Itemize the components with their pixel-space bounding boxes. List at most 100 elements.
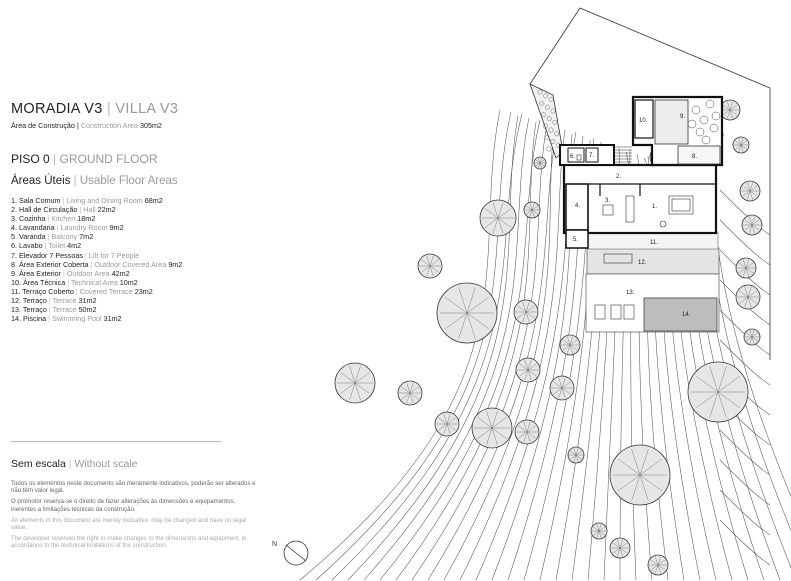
room-num: 6. bbox=[11, 241, 17, 251]
room-name-pt: Terraço bbox=[22, 305, 47, 315]
tree bbox=[743, 328, 761, 346]
room-item: 2. Hall de Circulação | Hall 22m2 bbox=[11, 205, 182, 214]
label-room-9: 9. bbox=[680, 114, 685, 120]
toilet bbox=[567, 147, 585, 163]
page-title: MORADIA V3 | VILLA V3 bbox=[11, 101, 178, 117]
room-item: 5. Varanda | Balcony 7m2 bbox=[11, 232, 182, 241]
room-item: 4. Lavandaria | Laundry Room 9m2 bbox=[11, 223, 182, 232]
room-sep: | bbox=[62, 268, 65, 278]
tree bbox=[741, 214, 763, 236]
contour-lines bbox=[299, 109, 791, 581]
room-name-pt: Varanda bbox=[19, 232, 46, 242]
label-room-13: 13. bbox=[626, 290, 635, 296]
room-name-en: Covered Terrace bbox=[79, 286, 133, 296]
tree bbox=[609, 537, 631, 559]
room-item: 7. Elevador 7 Pessoas | Lift for 7 Peopl… bbox=[11, 251, 182, 260]
room-item: 1. Sala Comum | Living and Dining Room 6… bbox=[11, 196, 182, 205]
room-item: 3. Cozinha | Kitchen 18m2 bbox=[11, 214, 182, 223]
usable-en: Usable Floor Areas bbox=[79, 175, 178, 187]
room-name-en: Lift for 7 People bbox=[88, 250, 140, 260]
hedge-strip bbox=[529, 83, 564, 159]
room-sep: | bbox=[48, 296, 51, 306]
tree bbox=[334, 362, 376, 404]
room-name-pt: Área Exterior bbox=[19, 268, 61, 278]
tree bbox=[735, 284, 761, 310]
floor-heading: PISO 0 | GROUND FLOOR bbox=[11, 152, 158, 166]
room-sep: | bbox=[47, 214, 50, 224]
room-area: 42m2 bbox=[111, 268, 130, 278]
pool bbox=[643, 297, 718, 332]
room-sep: | bbox=[48, 314, 51, 324]
tree bbox=[735, 257, 757, 279]
room-item: 11. Terraço Coberto | Covered Terrace 23… bbox=[11, 287, 182, 296]
room-name-en: Swimming Pool bbox=[52, 314, 102, 324]
room-sep: | bbox=[48, 305, 51, 315]
tree bbox=[687, 361, 749, 423]
room-list: 1. Sala Comum | Living and Dining Room 6… bbox=[11, 196, 182, 323]
room-sep: | bbox=[62, 196, 65, 205]
north-label: N bbox=[272, 541, 277, 548]
balcony-5 bbox=[565, 229, 589, 249]
room-name-pt: Hall de Circulação bbox=[19, 205, 78, 215]
room-item: 14. Piscina | Swimming Pool 31m2 bbox=[11, 314, 182, 323]
room-name-en: Living and Dining Room bbox=[66, 196, 143, 205]
room-area: 23m2 bbox=[134, 286, 153, 296]
room-name-pt: Área Exterior Coberta bbox=[19, 259, 89, 269]
label-room-10: 10. bbox=[639, 118, 648, 124]
label-room-4: 4. bbox=[575, 203, 580, 209]
plot-boundary bbox=[529, 7, 771, 360]
room-name-en: Technical Area bbox=[70, 277, 118, 287]
room-name-pt: Sala Comum bbox=[19, 196, 61, 205]
lift bbox=[585, 147, 599, 163]
room-area: 68m2 bbox=[144, 196, 163, 205]
building: 1. 2. 3. 4. 5. 6. 7. 8. 9. 10. 11. 12. 1… bbox=[559, 95, 724, 333]
room-area: 9m2 bbox=[168, 259, 183, 269]
room-num: 3. bbox=[11, 214, 17, 224]
label-room-12: 12. bbox=[638, 260, 647, 266]
note-pt-1: Todos os elementos neste documento são m… bbox=[11, 480, 256, 495]
room-name-pt: Lavabo bbox=[19, 241, 43, 251]
room-sep: | bbox=[84, 250, 87, 260]
area-value: 305m2 bbox=[139, 121, 162, 130]
room-num: 2. bbox=[11, 205, 17, 215]
room-area: 50m2 bbox=[78, 305, 97, 315]
room-item: 8. Área Exterior Coberta | Outdoor Cover… bbox=[11, 260, 182, 269]
label-room-6: 6. bbox=[570, 154, 575, 160]
furniture bbox=[576, 154, 694, 320]
room-sep: | bbox=[67, 277, 70, 287]
tree bbox=[590, 522, 608, 540]
room-num: 14. bbox=[11, 314, 21, 324]
room-name-en: Laundry Room bbox=[60, 223, 108, 233]
room-item: 6. Lavabo | Toilet 4m2 bbox=[11, 241, 182, 250]
tree bbox=[479, 199, 517, 237]
room-num: 5. bbox=[11, 232, 17, 242]
room-name-en: Outdoor Covered Area bbox=[94, 259, 167, 269]
room-name-pt: Piscina bbox=[23, 314, 47, 324]
scale-pt: Sem escala bbox=[11, 458, 66, 470]
room-name-pt: Cozinha bbox=[19, 214, 46, 224]
room-area: 22m2 bbox=[97, 205, 116, 215]
tree bbox=[647, 554, 669, 576]
room-area: 4m2 bbox=[67, 241, 82, 251]
tree bbox=[567, 446, 585, 464]
room-item: 10. Área Técnica | Technical Area 10m2 bbox=[11, 278, 182, 287]
room-labels: 1. 2. 3. 4. 5. 6. 7. 8. 9. 10. 11. 12. 1… bbox=[570, 114, 697, 318]
room-name-en: Terrace bbox=[52, 305, 77, 315]
stairs bbox=[614, 146, 632, 163]
title-en: VILLA V3 bbox=[115, 101, 179, 117]
label-room-8: 8. bbox=[692, 154, 697, 160]
room-area: 18m2 bbox=[77, 214, 96, 224]
disclaimer: Todos os elementos neste documento são m… bbox=[11, 480, 256, 554]
note-en-2: The developer reserves the right to make… bbox=[11, 535, 247, 550]
room-sep: | bbox=[90, 259, 93, 269]
scale-en: Without scale bbox=[74, 458, 138, 470]
room-name-en: Toilet bbox=[48, 241, 66, 251]
tree bbox=[549, 375, 575, 401]
room-sep: | bbox=[47, 232, 50, 242]
scale-note: Sem escala | Without scale bbox=[11, 458, 138, 470]
room-name-pt: Terraço Coberto bbox=[22, 286, 74, 296]
room-sep: | bbox=[56, 223, 59, 233]
room-name-pt: Área Técnica bbox=[23, 277, 66, 287]
trees bbox=[334, 99, 763, 576]
